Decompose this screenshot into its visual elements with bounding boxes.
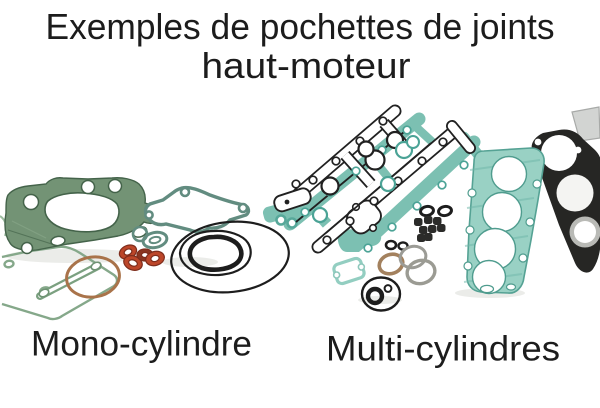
svg-text:haut-moteur: haut-moteur [202, 45, 411, 86]
svg-text:Mono-cylindre: Mono-cylindre [31, 325, 252, 364]
svg-text:Exemples de pochettes de joint: Exemples de pochettes de joints [46, 6, 555, 47]
svg-text:Multi-cylindres: Multi-cylindres [326, 330, 560, 369]
